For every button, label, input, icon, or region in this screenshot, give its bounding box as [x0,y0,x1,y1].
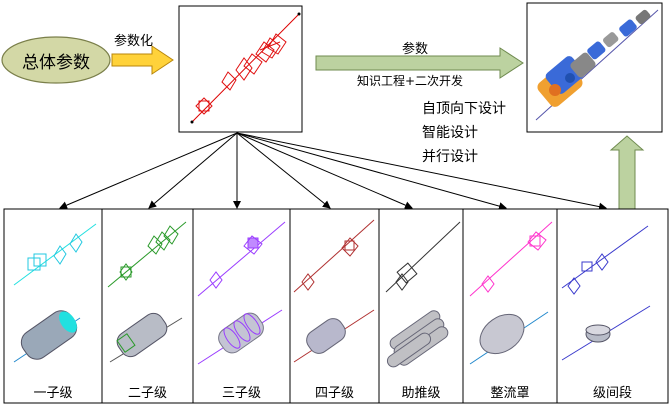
integration-arrow [609,135,645,210]
stage-2-images [107,221,187,363]
fan-out-arrows [59,132,607,211]
method-concurrent: 并行设计 [422,149,478,165]
stage-3-images [197,221,286,365]
params-label: 参数 [402,42,429,57]
fairing-images [469,221,553,365]
stage-panel [3,208,669,404]
overall-params-ellipse [1,36,111,84]
stage-label-2: 二子级 [127,386,167,401]
method-top-down: 自顶向下设计 [422,101,506,117]
overall-params-label: 总体参数 [22,52,90,73]
interstage-images [561,225,651,361]
parametrization-arrow [111,45,174,75]
stage-4-images [293,219,375,363]
stage-label-1: 一子级 [33,386,73,401]
parametric-model-box [178,5,303,133]
booster-images [385,221,461,368]
knowledge-engineering-label: 知识工程+二次开发 [357,74,464,88]
stage-dividers [101,209,558,403]
stage-label-interstage: 级间段 [592,386,632,401]
knowledge-engineering-arrow [315,47,524,79]
stage-1-images [13,223,97,363]
stage-label-fairing: 整流罩 [490,386,530,401]
parametrization-label: 参数化 [114,34,154,49]
method-intelligent: 智能设计 [422,125,478,141]
stage-label-4: 四子级 [314,386,354,401]
rocket-model-box [526,2,663,133]
stage-label-3: 三子级 [221,386,261,401]
stage-label-booster: 助推级 [401,386,441,401]
